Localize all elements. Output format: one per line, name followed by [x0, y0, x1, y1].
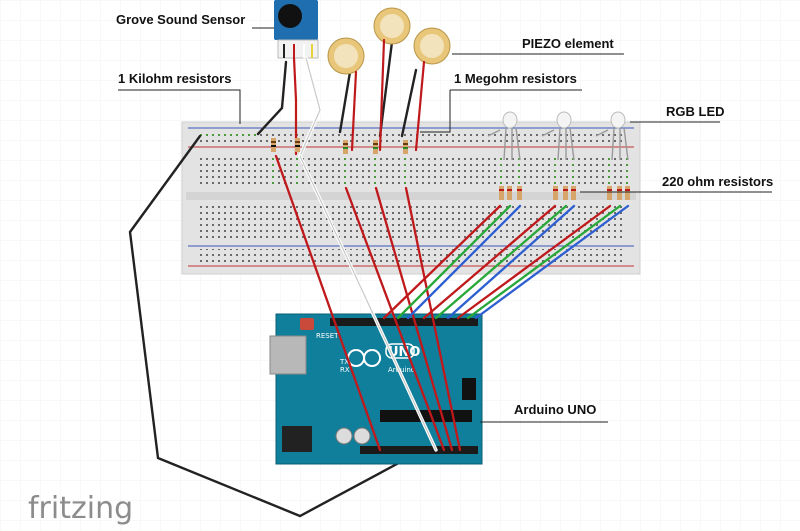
rgb-led-1	[487, 111, 521, 161]
tx-label: TX	[339, 358, 349, 366]
label-1-kilohm-resistors: 1 Kilohm resistors	[118, 71, 231, 86]
rgb-led-2	[541, 111, 575, 161]
signal-wires	[274, 154, 630, 452]
piezo-3	[413, 27, 451, 65]
reset-label: RESET	[316, 332, 339, 340]
piezo-2	[373, 7, 411, 45]
label-piezo-element: PIEZO element	[522, 36, 614, 51]
label-grove-sound-sensor: Grove Sound Sensor	[116, 12, 245, 27]
label-arduino-uno: Arduino UNO	[514, 402, 596, 417]
sensor-wires	[292, 56, 322, 158]
rgb-led-3	[595, 111, 629, 161]
fritzing-watermark: fritzing	[28, 491, 133, 526]
rx-label: RX	[340, 366, 350, 374]
rgb-leds	[487, 111, 629, 161]
piezo-1	[327, 37, 365, 75]
grove-sound-sensor	[274, 0, 319, 59]
resistors-220	[499, 186, 630, 200]
uno-logo: UNO	[388, 345, 421, 360]
piezo-red-wires	[350, 38, 426, 152]
leader-lines	[118, 27, 772, 423]
piezo-elements	[327, 7, 451, 75]
label-220-ohm-resistors: 220 ohm resistors	[662, 174, 773, 189]
arduino-brand: Arduino	[388, 366, 415, 374]
label-rgb-led: RGB LED	[666, 104, 725, 119]
resistors-top	[271, 138, 408, 154]
label-1-megohm-resistors: 1 Megohm resistors	[454, 71, 577, 86]
